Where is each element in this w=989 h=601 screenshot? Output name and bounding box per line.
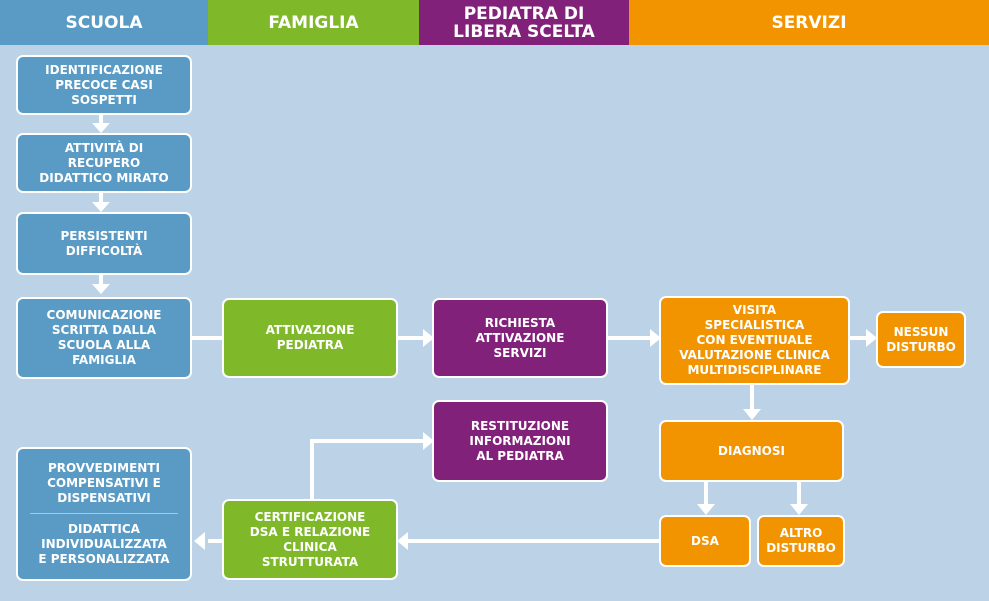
connector-line bbox=[310, 439, 424, 500]
arrowhead-icon bbox=[194, 532, 205, 550]
node-recupero-didattico: ATTIVITÀ DI RECUPERO DIDATTICO MIRATO bbox=[16, 133, 192, 193]
arrowhead-icon bbox=[423, 329, 434, 347]
divider bbox=[30, 513, 178, 514]
node-persistenti-difficolta: PERSISTENTI DIFFICOLTÀ bbox=[16, 212, 192, 275]
arrowhead-icon bbox=[697, 504, 715, 515]
node-diagnosi: DIAGNOSI bbox=[659, 420, 844, 482]
header-famiglia: FAMIGLIA bbox=[208, 0, 419, 45]
didattica-text: DIDATTICA INDIVIDUALIZZATA E PERSONALIZZ… bbox=[38, 522, 170, 566]
arrowhead-icon bbox=[92, 202, 110, 212]
arrowhead-icon bbox=[92, 284, 110, 294]
node-altro-disturbo: ALTRO DISTURBO bbox=[757, 515, 845, 567]
node-provvedimenti-didattica: PROVVEDIMENTI COMPENSATIVI E DISPENSATIV… bbox=[16, 447, 192, 581]
arrowhead-icon bbox=[650, 329, 661, 347]
header-scuola: SCUOLA bbox=[0, 0, 208, 45]
node-restituzione-informazioni: RESTITUZIONE INFORMAZIONI AL PEDIATRA bbox=[432, 400, 608, 482]
node-comunicazione-scritta: COMUNICAZIONE SCRITTA DALLA SCUOLA ALLA … bbox=[16, 297, 192, 379]
arrowhead-icon bbox=[423, 432, 434, 450]
node-nessun-disturbo: NESSUN DISTURBO bbox=[876, 311, 966, 368]
header-pediatra: PEDIATRA DI LIBERA SCELTA bbox=[419, 0, 629, 45]
arrowhead-icon bbox=[92, 123, 110, 133]
node-visita-specialistica: VISITA SPECIALISTICA CON EVENTIUALE VALU… bbox=[659, 296, 850, 385]
node-identificazione: IDENTIFICAZIONE PRECOCE CASI SOSPETTI bbox=[16, 55, 192, 115]
node-richiesta-servizi: RICHIESTA ATTIVAZIONE SERVIZI bbox=[432, 298, 608, 378]
node-attivazione-pediatra: ATTIVAZIONE PEDIATRA bbox=[222, 298, 398, 378]
header-servizi: SERVIZI bbox=[629, 0, 989, 45]
provvedimenti-text: PROVVEDIMENTI COMPENSATIVI E DISPENSATIV… bbox=[47, 461, 161, 505]
node-dsa: DSA bbox=[659, 515, 751, 567]
arrowhead-icon bbox=[743, 409, 761, 420]
arrowhead-icon bbox=[866, 329, 877, 347]
node-certificazione-dsa: CERTIFICAZIONE DSA E RELAZIONE CLINICA S… bbox=[222, 499, 398, 580]
arrowhead-icon bbox=[397, 532, 408, 550]
arrowhead-icon bbox=[790, 504, 808, 515]
